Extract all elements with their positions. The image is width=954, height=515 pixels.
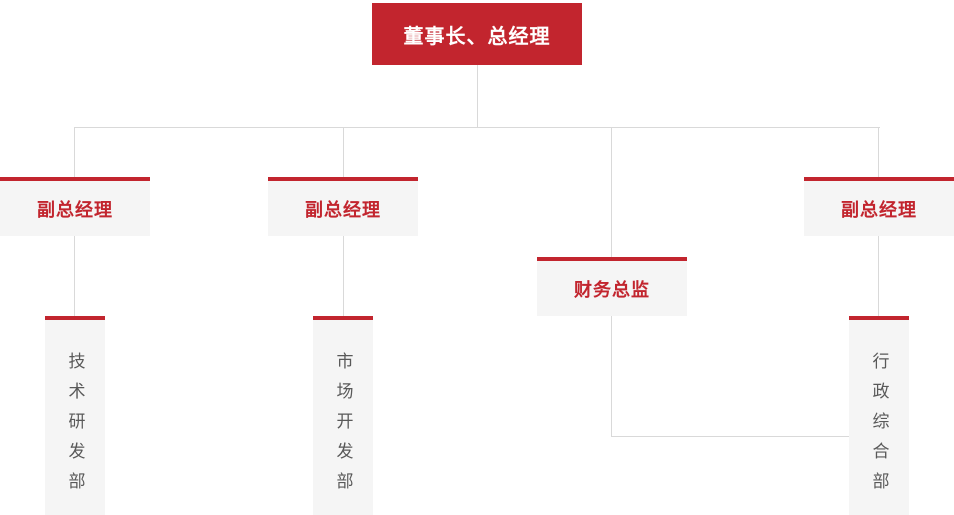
node-deputy-general-manager-2: 副总经理 xyxy=(268,177,418,236)
connector-cfo-down xyxy=(611,316,612,436)
node-label: 副总经理 xyxy=(305,199,381,220)
connector-cfo-to-admin xyxy=(611,436,849,437)
node-finance-director: 财务总监 xyxy=(537,257,687,316)
node-dept-tech-rd: 技术研发部 xyxy=(45,316,105,515)
node-label: 行政综合部 xyxy=(869,352,889,502)
node-dept-market-dev: 市场开发部 xyxy=(313,316,373,515)
node-label: 财务总监 xyxy=(574,279,650,300)
connector-horizontal-bus xyxy=(74,127,880,128)
connector-vice2-to-dept xyxy=(343,236,344,316)
node-label: 副总经理 xyxy=(37,199,113,220)
node-deputy-general-manager-1: 副总经理 xyxy=(0,177,150,236)
node-label: 市场开发部 xyxy=(333,352,353,502)
connector-vice3-to-dept xyxy=(878,236,879,316)
node-chairman-general-manager: 董事长、总经理 xyxy=(372,3,582,65)
connector-vice1-to-dept xyxy=(74,236,75,316)
connector-root-down xyxy=(477,65,478,128)
node-dept-admin-general: 行政综合部 xyxy=(849,316,909,515)
connector-cfo-up xyxy=(611,127,612,257)
node-label: 董事长、总经理 xyxy=(403,25,551,48)
node-label: 副总经理 xyxy=(841,199,917,220)
node-deputy-general-manager-3: 副总经理 xyxy=(804,177,954,236)
node-label: 技术研发部 xyxy=(65,352,85,502)
connector-vice1-up xyxy=(74,127,75,177)
connector-vice3-up xyxy=(878,127,879,177)
connector-vice2-up xyxy=(343,127,344,177)
